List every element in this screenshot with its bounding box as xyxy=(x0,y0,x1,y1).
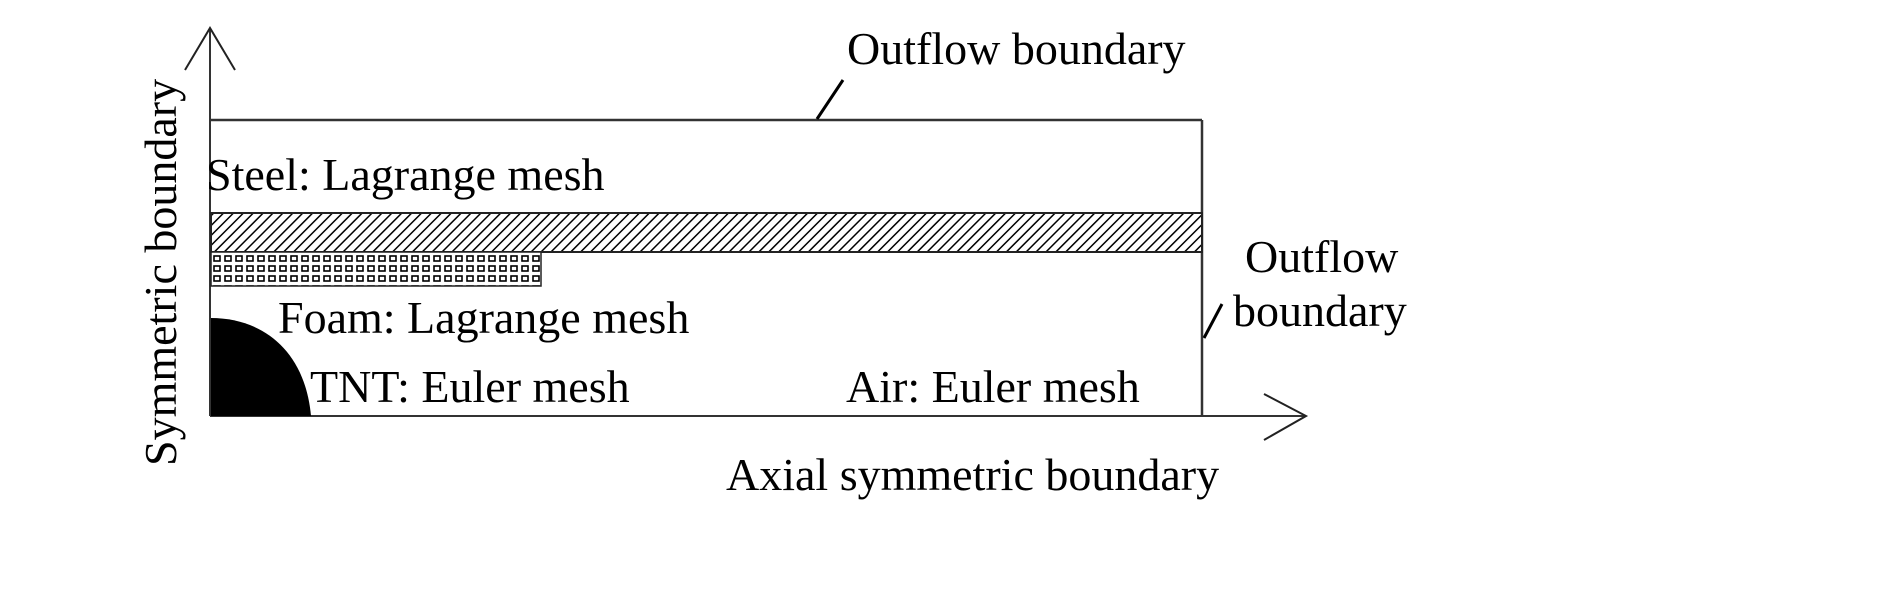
horizontal-axis-label: Axial symmetric boundary xyxy=(726,449,1219,500)
vertical-axis-arrowhead xyxy=(184,26,236,71)
steel-label: Steel: Lagrange mesh xyxy=(206,149,605,200)
right-boundary-leader xyxy=(1202,303,1224,339)
tnt-label: TNT: Euler mesh xyxy=(310,361,630,412)
top-boundary-label: Outflow boundary xyxy=(847,23,1186,74)
right-boundary-label-line1: Outflow xyxy=(1245,231,1399,282)
steel-region xyxy=(210,212,1203,253)
air-label: Air: Euler mesh xyxy=(846,361,1140,412)
foam-label: Foam: Lagrange mesh xyxy=(278,292,689,343)
horizontal-axis-arrowhead xyxy=(1263,393,1309,441)
top-boundary-leader xyxy=(815,79,845,120)
vertical-axis-label: Symmetric boundary xyxy=(135,79,186,466)
tnt-region xyxy=(211,318,311,416)
right-boundary-label-line2: boundary xyxy=(1233,285,1407,336)
foam-region xyxy=(210,251,542,287)
